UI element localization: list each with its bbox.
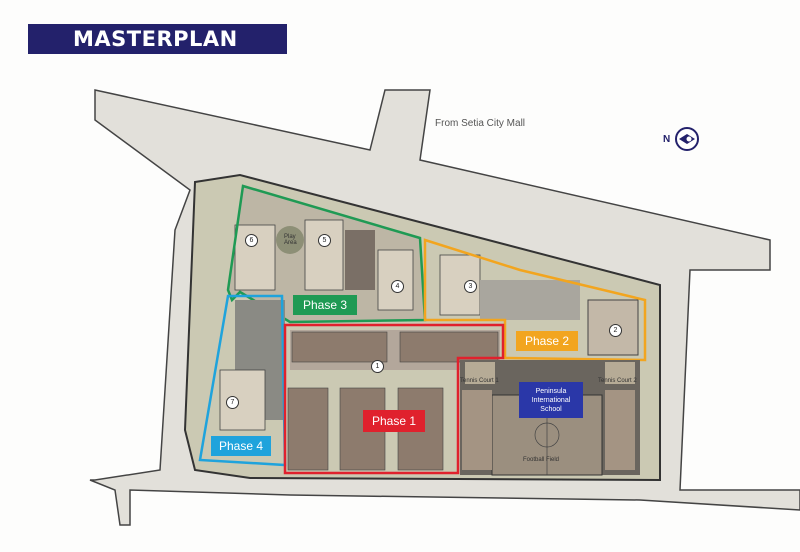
football-field-label: Football Field [523,457,560,463]
page-title-banner: MASTERPLAN [28,24,287,54]
phase-1-label[interactable]: Phase 1 [363,410,425,432]
school-zone [460,360,640,476]
phase-2-label[interactable]: Phase 2 [516,331,578,351]
block-marker-5[interactable]: 5 [318,234,331,247]
block-marker-2[interactable]: 2 [609,324,622,337]
block-marker-4[interactable]: 4 [391,280,404,293]
phase-3-label[interactable]: Phase 3 [293,295,357,315]
phase3-zone [226,184,427,324]
phase-4-label[interactable]: Phase 4 [211,436,271,456]
compass: N [663,126,700,152]
school-line-1: Peninsula [535,387,567,395]
direction-label: From Setia City Mall [435,118,526,129]
phase2-zone [423,238,647,362]
tennis-court-1-label: Tennis Court 1 [460,378,499,384]
block-marker-7[interactable]: 7 [226,396,239,409]
north-letter: N [663,133,671,145]
play-area-label: Play Area [284,234,297,246]
school-line-2: International [531,396,571,404]
north-arrow-icon [675,127,700,151]
school-label[interactable]: Peninsula International School [519,382,583,418]
page-title: MASTERPLAN [73,27,238,51]
tennis-court-2-label: Tennis Court 2 [598,378,637,384]
block-marker-3[interactable]: 3 [464,280,477,293]
school-line-3: School [540,405,562,413]
block-marker-6[interactable]: 6 [245,234,258,247]
block-marker-1[interactable]: 1 [371,360,384,373]
